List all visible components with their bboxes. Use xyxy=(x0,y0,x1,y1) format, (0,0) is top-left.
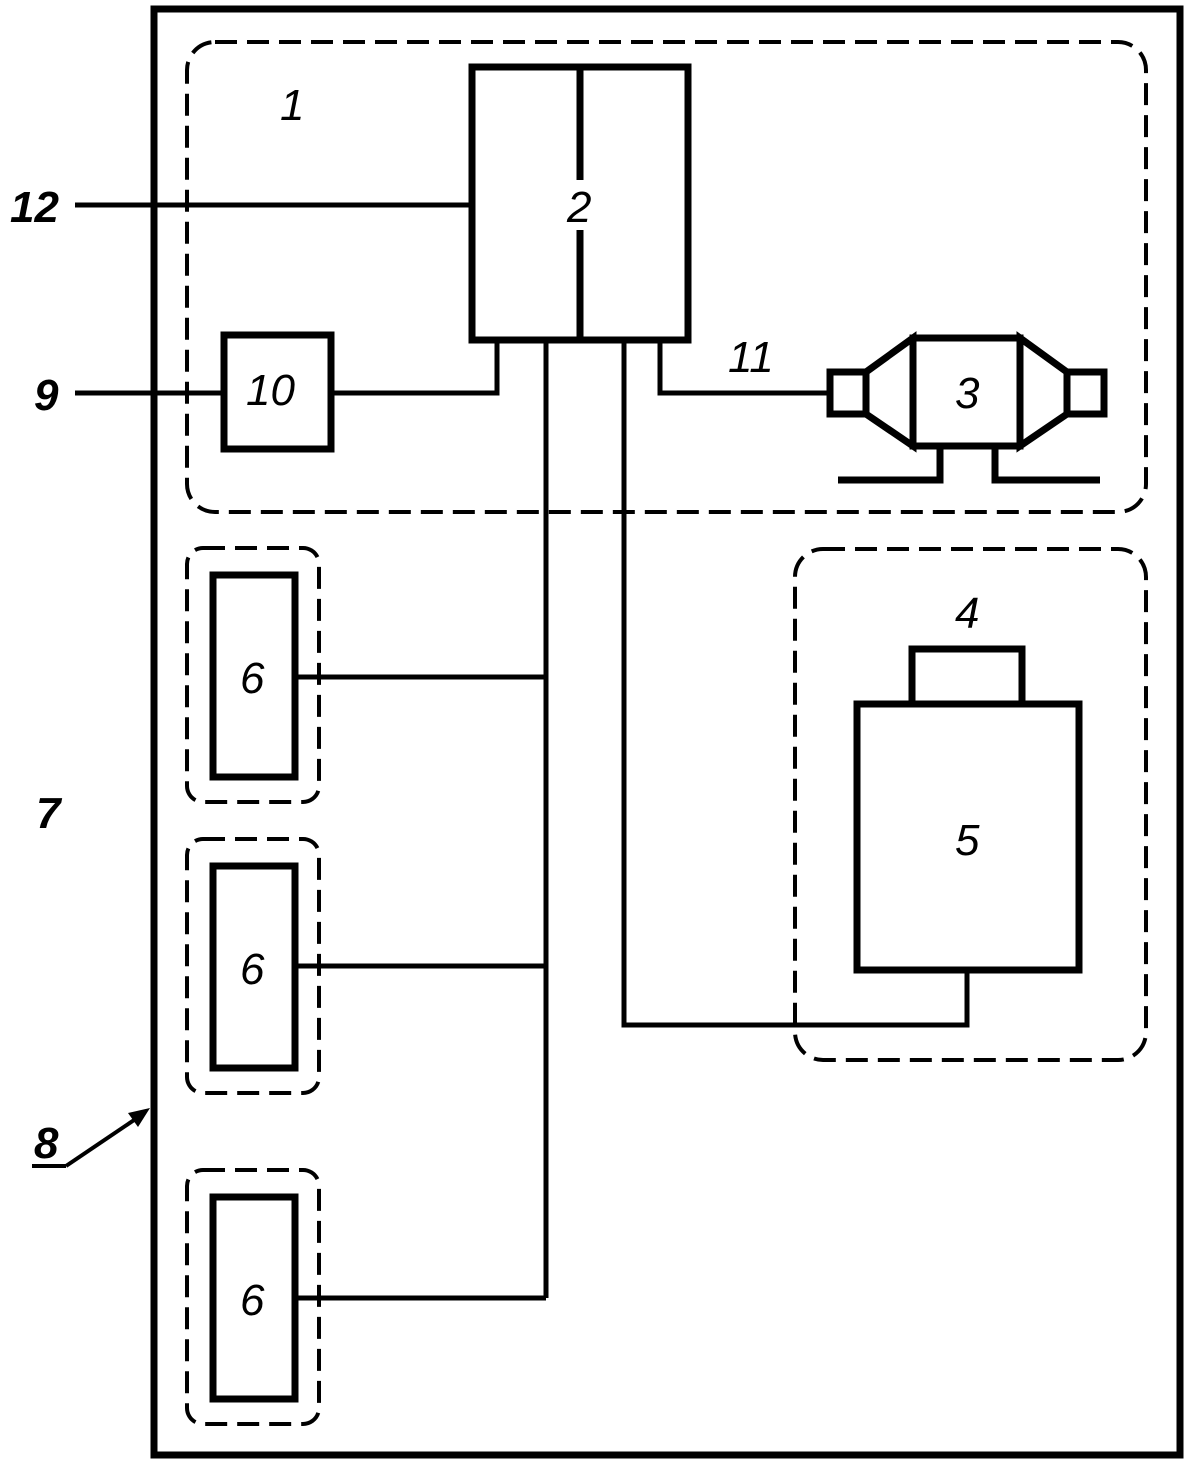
controller-block-2: 2 xyxy=(468,63,692,344)
label-region-7: 7 xyxy=(36,789,63,838)
label-unit-6-c: 6 xyxy=(240,1276,265,1325)
pump-3-cone-left xyxy=(862,331,917,453)
label-enclosure-8: 8 xyxy=(34,1119,59,1168)
wire-10-to-2 xyxy=(331,340,500,396)
label-input-9: 9 xyxy=(34,371,59,420)
label-module-10: 10 xyxy=(246,366,295,415)
enclosure-8-leader: 8 xyxy=(32,1108,150,1168)
component-5-cap xyxy=(908,645,1026,708)
wire-2-to-5 xyxy=(621,340,970,1028)
label-line-11: 11 xyxy=(728,333,774,382)
unit-6-b: 6 xyxy=(185,837,321,1095)
pump-3-outlet xyxy=(1063,368,1108,418)
pump-3-inlet xyxy=(826,368,870,418)
subsystem-4-boundary xyxy=(793,547,1148,1062)
label-unit-6-b: 6 xyxy=(240,945,265,994)
unit-6-c-block xyxy=(209,1193,299,1403)
unit-6-b-boundary xyxy=(185,837,321,1095)
unit-6-a-block xyxy=(209,571,299,781)
label-pump-3: 3 xyxy=(955,369,980,418)
unit-6-a-boundary xyxy=(185,546,321,804)
unit-6-b-block xyxy=(209,862,299,1072)
unit-6-c: 6 xyxy=(185,1168,321,1426)
unit-6-c-boundary xyxy=(185,1168,321,1426)
label-subsystem-4: 4 xyxy=(955,589,979,638)
leader-8-line xyxy=(64,1114,142,1168)
enclosure-8-frame xyxy=(150,5,1184,1459)
leader-8-arrowhead xyxy=(128,1108,150,1127)
pump-3-foot-left xyxy=(838,446,944,484)
label-unit-6-a: 6 xyxy=(240,654,265,703)
label-component-5: 5 xyxy=(955,816,980,865)
subsystem-1-boundary xyxy=(185,40,1148,514)
label-subsystem-1: 1 xyxy=(280,81,304,130)
component-5-block xyxy=(853,700,1083,974)
pump-3-foot-right xyxy=(991,446,1100,484)
label-controller-2: 2 xyxy=(566,183,591,232)
label-input-12: 12 xyxy=(10,183,59,232)
line-11 xyxy=(657,340,828,396)
pump-3-cone-right xyxy=(1016,331,1071,453)
unit-6-a: 6 xyxy=(185,546,321,804)
pump-symbol-3: 3 xyxy=(826,331,1108,484)
